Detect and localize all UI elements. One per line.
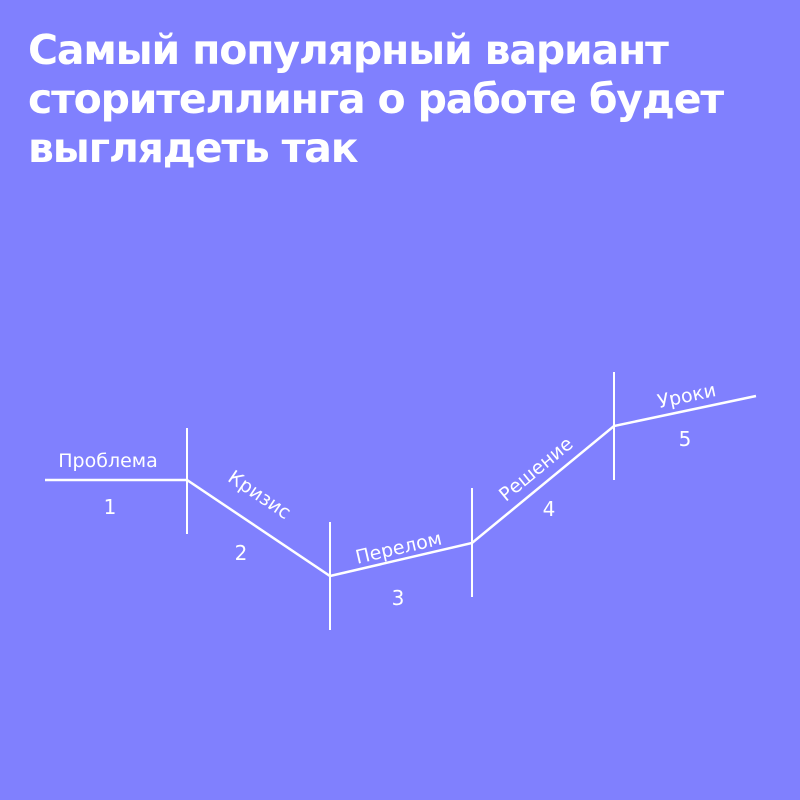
stage-label-crisis: Кризис	[224, 466, 295, 524]
title-line-3: выглядеть так	[28, 124, 359, 172]
story-arc-line	[45, 394, 757, 578]
stage-number-3: 3	[392, 586, 405, 610]
title-line-2: сторителлинга о работе будет	[28, 75, 724, 123]
stage-label-solution: Решение	[495, 433, 577, 506]
page-title: Самый популярный вариант сторителлинга о…	[28, 26, 768, 173]
title-line-1: Самый популярный вариант	[28, 26, 669, 74]
stage-number-4: 4	[543, 497, 556, 521]
stage-number-2: 2	[235, 541, 248, 565]
stage-number-5: 5	[679, 427, 692, 451]
stage-label-turning-point: Перелом	[353, 528, 444, 569]
stage-label-problem: Проблема	[58, 450, 158, 472]
stage-label-lessons: Уроки	[656, 379, 718, 413]
stage-number-1: 1	[104, 495, 117, 519]
